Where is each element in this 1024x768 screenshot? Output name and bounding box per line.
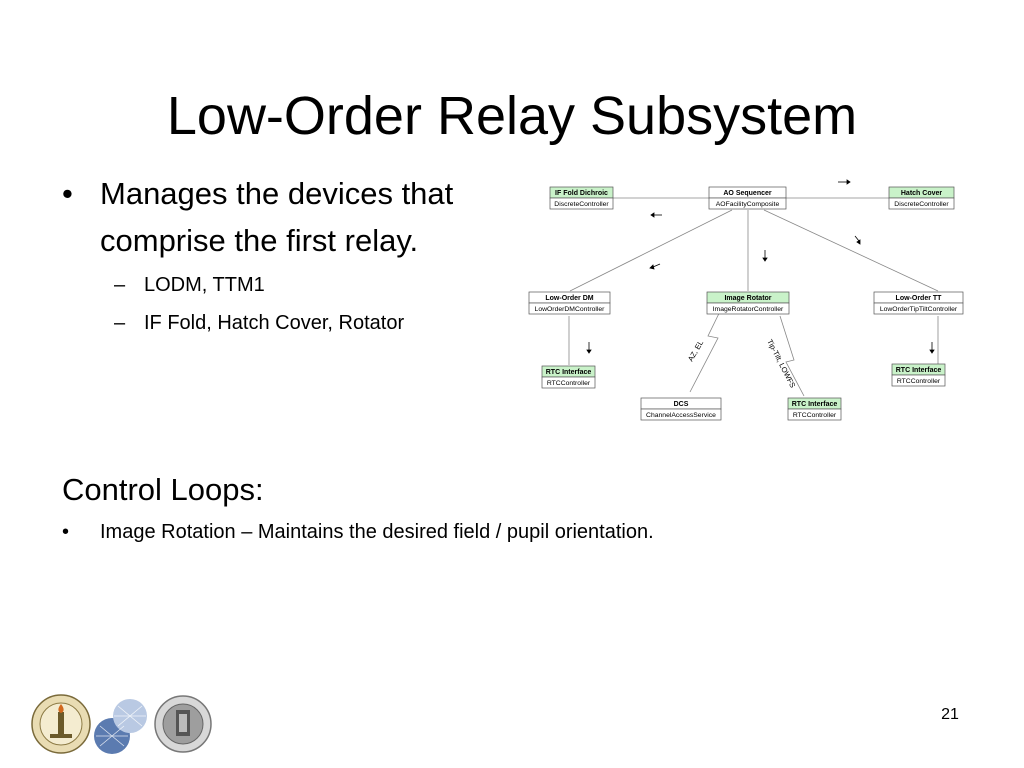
arrow-down-icon <box>929 342 935 354</box>
section-heading: Control Loops: <box>62 472 264 507</box>
node-name: RTC Interface <box>546 369 592 376</box>
sub-bullet-text: LODM, TTM1 <box>144 274 265 296</box>
institution-logos <box>31 694 212 754</box>
page-number: 21 <box>941 706 959 723</box>
node-image-rotator: Image Rotator ImageRotatorController <box>706 291 790 315</box>
node-type: ChannelAccessService <box>646 412 716 419</box>
edge-label-tiptilt: Tip-Tilt, LOWFS <box>765 338 797 389</box>
telescope-mirror-icon <box>94 699 147 754</box>
node-name: IF Fold Dichroic <box>555 190 608 197</box>
node-name: Hatch Cover <box>901 190 943 197</box>
uc-seal-icon <box>154 695 212 753</box>
node-type: RTCController <box>897 378 941 385</box>
connector-line <box>689 296 728 393</box>
flow-arrows <box>586 179 935 354</box>
connector-line <box>569 209 733 292</box>
arrow-down-icon <box>854 235 861 245</box>
node-name: RTC Interface <box>792 401 838 408</box>
loop-item: • Image Rotation – Maintains the desired … <box>62 518 654 546</box>
node-type: RTCController <box>793 412 837 419</box>
arrow-down-icon <box>586 342 592 354</box>
node-rtc-interface: RTC Interface RTCController <box>541 365 596 389</box>
sub-bullet-text: IF Fold, Hatch Cover, Rotator <box>144 312 405 334</box>
node-name: RTC Interface <box>896 367 942 374</box>
node-type: LowOrderTipTiltController <box>880 306 958 313</box>
node-name: Low-Order DM <box>545 295 593 302</box>
caltech-seal-icon <box>31 694 91 754</box>
edge-label-az-el: AZ, EL <box>686 339 705 363</box>
node-name: Image Rotator <box>724 295 771 302</box>
node-hatch-cover: Hatch Cover DiscreteController <box>888 186 955 210</box>
sub-bullet-item: – IF Fold, Hatch Cover, Rotator <box>62 304 482 342</box>
node-low-order-tt: Low-Order TT LowOrderTipTiltController <box>873 291 964 315</box>
bullet-dot-icon: • <box>62 176 73 211</box>
dash-icon: – <box>114 274 126 296</box>
node-if-fold: IF Fold Dichroic DiscreteController <box>549 186 614 210</box>
dash-icon: – <box>114 312 126 334</box>
arrow-left-icon <box>649 263 661 270</box>
node-type: AOFacilityComposite <box>716 201 780 208</box>
node-type: ImageRotatorController <box>713 306 784 313</box>
sub-bullet-item: – LODM, TTM1 <box>62 266 482 304</box>
connector-line <box>763 209 939 292</box>
node-rtc-interface: RTC Interface RTCController <box>891 363 946 387</box>
node-ao-sequencer: AO Sequencer AOFacilityComposite <box>708 186 787 210</box>
node-low-order-dm: Low-Order DM LowOrderDMController <box>528 291 611 315</box>
arrow-down-icon <box>762 250 768 262</box>
arrow-left-icon <box>650 212 662 218</box>
node-type: RTCController <box>547 380 591 387</box>
node-rtc-interface: RTC Interface RTCController <box>787 397 842 421</box>
arrow-right-icon <box>838 179 851 185</box>
diagram-connectors <box>568 197 939 397</box>
connector-line <box>779 315 805 397</box>
slide-title: Low-Order Relay Subsystem <box>166 86 858 146</box>
bullet-dot-icon: • <box>62 521 70 543</box>
node-type: DiscreteController <box>554 201 609 208</box>
loop-text: Image Rotation – Maintains the desired f… <box>100 521 654 543</box>
node-dcs: DCS ChannelAccessService <box>640 397 722 421</box>
bullet-text: Manages the devices that comprise the fi… <box>100 176 454 258</box>
node-name: Low-Order TT <box>896 295 943 302</box>
node-type: LowOrderDMController <box>535 306 606 313</box>
node-name: DCS <box>674 401 689 408</box>
architecture-diagram: AZ, EL Tip-Tilt, LOWFS IF Fold Dichroic … <box>528 179 964 421</box>
bullet-item: • Manages the devices that comprise the … <box>62 170 482 264</box>
bullet-list: • Manages the devices that comprise the … <box>62 170 482 342</box>
node-name: AO Sequencer <box>723 190 772 197</box>
node-type: DiscreteController <box>894 201 949 208</box>
